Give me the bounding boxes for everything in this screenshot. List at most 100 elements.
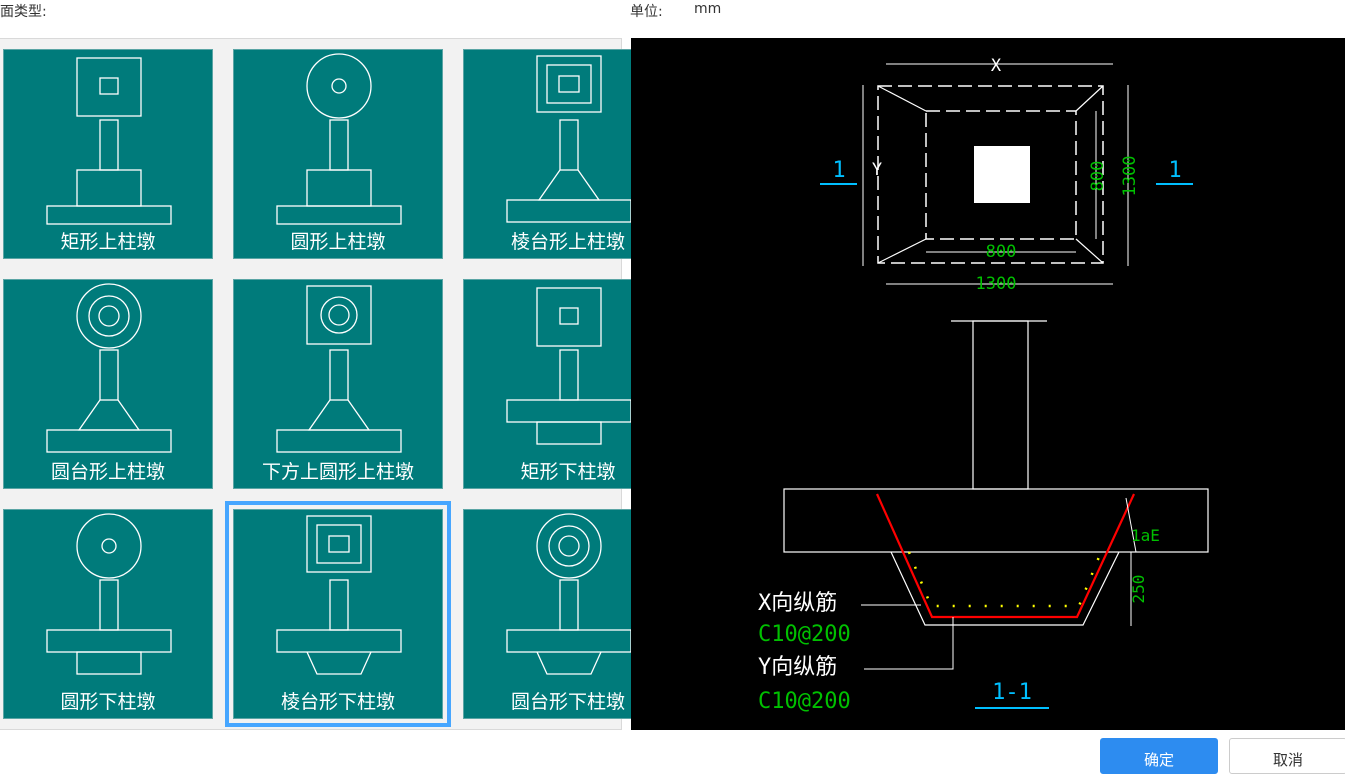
icon-stroke [99,77,119,95]
icon-stroke [506,629,632,653]
icon-stroke [99,579,119,631]
icon-stroke [307,399,371,431]
plan-inner-outline [925,110,1077,240]
unit-label: 单位: [630,4,663,20]
icon-stroke [76,169,142,207]
tile-caption: 下方上圆形上柱墩 [261,461,414,483]
icon-stroke [558,535,580,557]
dim-y-label: Y [872,160,882,180]
ok-button[interactable]: 确定 [1100,738,1218,774]
icon-stroke [537,169,601,201]
depth-label: 250 [1129,575,1148,604]
cad-preview-canvas: X Y 800 1300 800 1300 1 1 1aE 250 X向纵筋 C… [758,56,1209,714]
cone-pier-above-icon [46,283,172,453]
icon-stroke [558,75,580,93]
icon-stroke [76,513,142,579]
icon-stroke [276,429,402,453]
section-pier-outline [890,551,1120,626]
icon-stroke [276,629,402,653]
icon-stroke [101,538,117,554]
section-column [972,320,1029,490]
icon-stroke [506,399,632,423]
plan-column-core [974,146,1030,203]
plan-hip-line [877,238,927,264]
icon-stroke [306,53,372,119]
section-tile-circle-top[interactable]: 圆形上柱墩 [233,49,443,259]
rect-pier-above-icon [46,57,172,225]
icon-stroke [99,349,119,401]
section-tile-circle-bottom[interactable]: 圆形下柱墩 [3,509,213,719]
icon-stroke [536,651,602,675]
tile-caption: 矩形上柱墩 [60,231,156,253]
anchor-label: 1aE [1131,526,1160,545]
icon-stroke [88,295,130,337]
icon-stroke [559,307,579,325]
section-type-label: 截面类型: [0,4,47,20]
section-mark-left: 1 [832,158,845,183]
icon-stroke [329,119,349,171]
icon-stroke [328,304,350,326]
icon-stroke [546,64,592,104]
section-tile-square-circle-top[interactable]: 下方上圆形上柱墩 [233,279,443,489]
tile-caption: 棱台形下柱墩 [280,691,395,713]
icon-stroke [306,169,372,207]
icon-stroke [331,78,347,94]
icon-stroke [559,119,579,171]
icon-stroke [77,399,141,431]
tile-caption: 圆形下柱墩 [60,691,156,713]
tile-caption: 圆形上柱墩 [290,231,386,253]
square-circle-pier-above-icon [276,285,402,453]
icon-stroke [306,651,372,675]
x-bar-label: X向纵筋 [758,591,837,616]
icon-stroke [276,205,402,225]
icon-stroke [46,629,172,653]
icon-stroke [306,285,372,345]
plan-hip-line [1075,238,1104,264]
section-preview-drawing: X Y 800 1300 800 1300 1 1 1aE 250 X向纵筋 C… [631,38,1345,730]
section-tile-frustum-bottom[interactable]: 棱台形下柱墩 [225,501,451,727]
section-tile-cone-top[interactable]: 圆台形上柱墩 [3,279,213,489]
icon-stroke [329,579,349,631]
icon-stroke [328,535,350,553]
icon-stroke [76,651,142,675]
dim-inner-w-label: 800 [986,242,1017,262]
y-bar-leader [864,617,954,670]
icon-stroke [320,296,358,334]
frustum-pier-below-icon [276,515,402,675]
section-title: 1-1 [992,680,1032,705]
tile-caption: 矩形下柱墩 [520,461,616,483]
plan-hip-line [1075,85,1104,112]
icon-stroke [76,283,142,349]
icon-stroke [329,349,349,401]
unit-value: mm [694,1,722,17]
icon-stroke [559,349,579,401]
dim-outer-w-label: 1300 [976,274,1017,294]
anchor-leader [1125,497,1137,553]
dim-inner-h-label: 800 [1088,161,1108,192]
dim-x-label: X [991,56,1002,76]
icon-stroke [536,55,602,113]
rebar-dots [907,551,1103,608]
section-tile-rect-top[interactable]: 矩形上柱墩 [3,49,213,259]
tile-caption: 棱台形上柱墩 [510,231,625,253]
section-mark-right: 1 [1168,158,1181,183]
tile-caption: 圆台形下柱墩 [510,691,625,713]
icon-stroke [46,429,172,453]
icon-stroke [536,513,602,579]
icon-stroke [559,579,579,631]
rebar-red-line [875,493,1135,619]
icon-stroke [506,199,632,223]
section-slab [783,488,1209,553]
dim-outer-h-label: 1300 [1120,156,1140,197]
icon-stroke [536,287,602,347]
x-bar-spec: C10@200 [758,622,851,647]
y-bar-spec: C10@200 [758,689,851,714]
tile-caption: 圆台形上柱墩 [50,461,165,483]
cancel-button[interactable]: 取消 [1229,738,1345,774]
icon-stroke [46,205,172,225]
icon-stroke [316,524,362,564]
plan-outer-outline [877,85,1104,264]
circle-pier-below-icon [46,513,172,675]
icon-stroke [76,57,142,117]
icon-stroke [98,305,120,327]
